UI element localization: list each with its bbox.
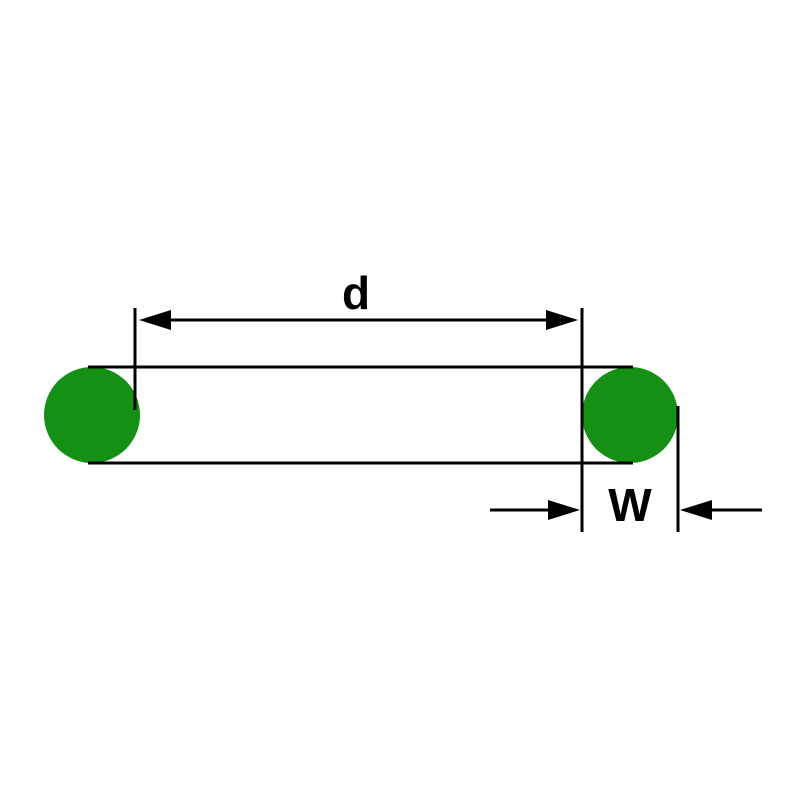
left-cross-section-circle (44, 367, 140, 463)
inner-diameter-label: d (342, 267, 370, 319)
inner-diameter-dimension-arrow (139, 310, 578, 330)
cross-section-width-dimension-arrows (490, 500, 762, 520)
w-left-arrowhead-icon (548, 500, 580, 520)
cross-section-width-label: W (608, 479, 652, 531)
w-right-arrowhead-icon (680, 500, 712, 520)
d-left-arrowhead-icon (139, 310, 171, 330)
d-right-arrowhead-icon (546, 310, 578, 330)
right-cross-section-circle (582, 367, 678, 463)
